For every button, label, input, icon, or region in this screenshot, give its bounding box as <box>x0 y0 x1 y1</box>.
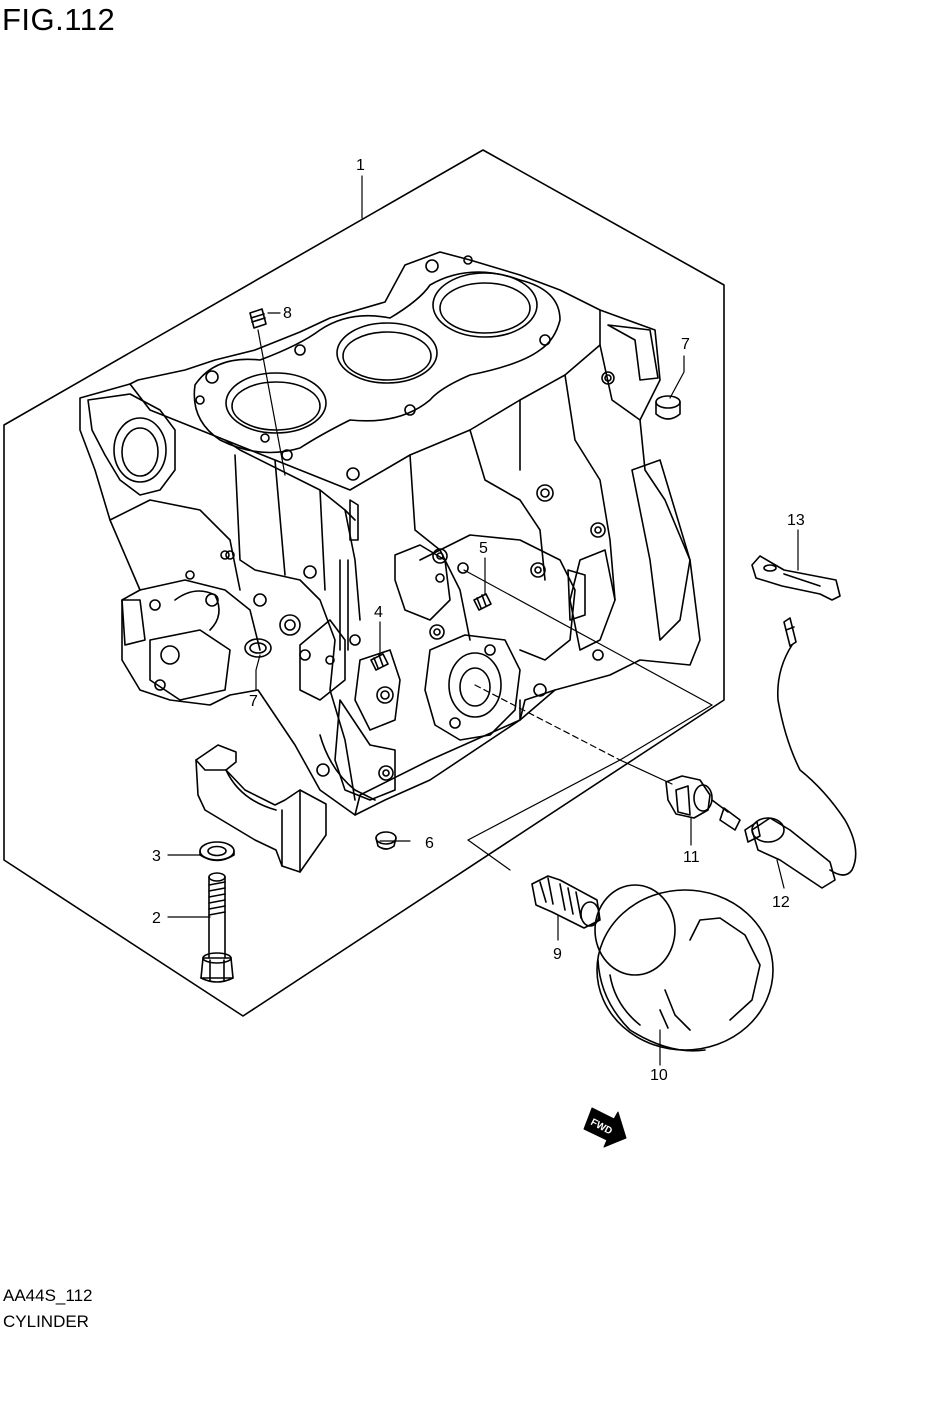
figure-title: FIG.112 <box>2 2 116 37</box>
part-6-plug <box>375 831 397 850</box>
callout-6: 6 <box>425 835 434 852</box>
callout-2: 2 <box>152 910 161 927</box>
part-3-washer <box>199 841 235 862</box>
part-10-oil-filter <box>594 884 774 1052</box>
leader-lines <box>167 175 799 1066</box>
callout-11: 11 <box>683 849 700 866</box>
part-9-union-fitting <box>531 875 601 929</box>
oil-filter-mount <box>424 634 521 741</box>
callout-9: 9 <box>553 946 562 963</box>
part-2-bolt <box>200 872 234 983</box>
callout-1: 1 <box>356 157 365 174</box>
callout-4: 4 <box>374 604 383 621</box>
part-5-jet <box>473 593 492 611</box>
part-12-wire-connector <box>744 617 857 889</box>
callout-12: 12 <box>772 894 790 911</box>
callout-7-left: 7 <box>249 693 258 710</box>
cylinder-block <box>79 251 701 816</box>
callout-10: 10 <box>650 1067 668 1084</box>
callout-13: 13 <box>787 512 805 529</box>
diagram-code: AA44S_112 <box>3 1286 93 1305</box>
bearing-cap <box>195 744 327 873</box>
callout-8: 8 <box>283 305 292 322</box>
part-13-bracket <box>751 555 841 601</box>
part-7-plug-right <box>655 395 681 420</box>
assembly-boundary <box>3 149 725 1017</box>
callout-7-right: 7 <box>681 336 690 353</box>
diagram-name: CYLINDER <box>3 1312 89 1331</box>
part-8-plug <box>249 308 267 329</box>
part-11-pressure-switch <box>665 775 741 831</box>
callout-5: 5 <box>479 540 488 557</box>
fwd-direction-arrow: FWD <box>583 1107 627 1148</box>
part-4-jet <box>370 653 389 671</box>
part-7-plug-left <box>244 638 272 658</box>
callout-3: 3 <box>152 848 161 865</box>
